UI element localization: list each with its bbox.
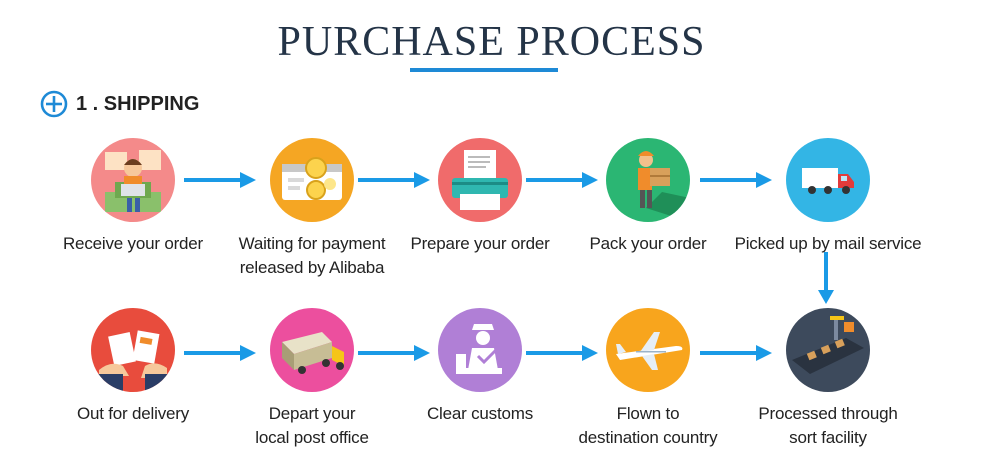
step-label: Picked up by mail service bbox=[734, 234, 922, 253]
arrow-right-icon bbox=[184, 172, 256, 188]
arrow-right-icon bbox=[184, 345, 256, 361]
section-header: 1 . SHIPPING bbox=[40, 89, 199, 119]
step-receive-order: Receive your order bbox=[33, 138, 233, 256]
arrow-right-icon bbox=[358, 345, 430, 361]
arrow-right-icon bbox=[700, 172, 772, 188]
arrow-right-icon bbox=[526, 172, 598, 188]
step-label: Waiting for payment released by Alibaba bbox=[238, 234, 386, 277]
arrow-right-icon bbox=[526, 345, 598, 361]
page-title: PURCHASE PROCESS bbox=[277, 19, 706, 65]
step-out-for-delivery: Out for delivery bbox=[33, 308, 233, 426]
printer-document-icon bbox=[438, 138, 522, 222]
step-waiting-payment: Waiting for payment released by Alibaba bbox=[212, 138, 412, 280]
hands-with-package-icon bbox=[91, 308, 175, 392]
worker-with-box-icon bbox=[606, 138, 690, 222]
person-at-laptop-icon bbox=[91, 138, 175, 222]
arrow-down-icon bbox=[818, 252, 834, 304]
section-label: 1 . SHIPPING bbox=[76, 92, 200, 115]
step-label: Flown to destination country bbox=[578, 404, 718, 447]
step-label: Out for delivery bbox=[76, 404, 190, 423]
title-underline bbox=[410, 68, 558, 72]
step-flown-to-destination: Flown to destination country bbox=[548, 308, 748, 450]
step-label: Clear customs bbox=[426, 404, 534, 423]
step-label: Receive your order bbox=[62, 234, 204, 253]
step-clear-customs: Clear customs bbox=[380, 308, 580, 426]
conveyor-belt-icon bbox=[786, 308, 870, 392]
step-picked-up: Picked up by mail service bbox=[728, 138, 928, 256]
lorry-icon bbox=[270, 308, 354, 392]
customs-officer-icon bbox=[438, 308, 522, 392]
step-sort-facility: Processed through sort facility bbox=[728, 308, 928, 450]
step-label: Pack your order bbox=[589, 234, 707, 253]
delivery-truck-icon bbox=[786, 138, 870, 222]
step-label: Depart your local post office bbox=[255, 404, 369, 447]
payment-coin-icon bbox=[270, 138, 354, 222]
plus-circle-icon bbox=[40, 90, 68, 118]
arrow-right-icon bbox=[700, 345, 772, 361]
step-prepare-order: Prepare your order bbox=[380, 138, 580, 256]
step-pack-order: Pack your order bbox=[548, 138, 748, 256]
step-label: Processed through sort facility bbox=[758, 404, 898, 447]
step-label: Prepare your order bbox=[410, 234, 550, 253]
step-depart-post-office: Depart your local post office bbox=[212, 308, 412, 450]
arrow-right-icon bbox=[358, 172, 430, 188]
airplane-icon bbox=[606, 308, 690, 392]
